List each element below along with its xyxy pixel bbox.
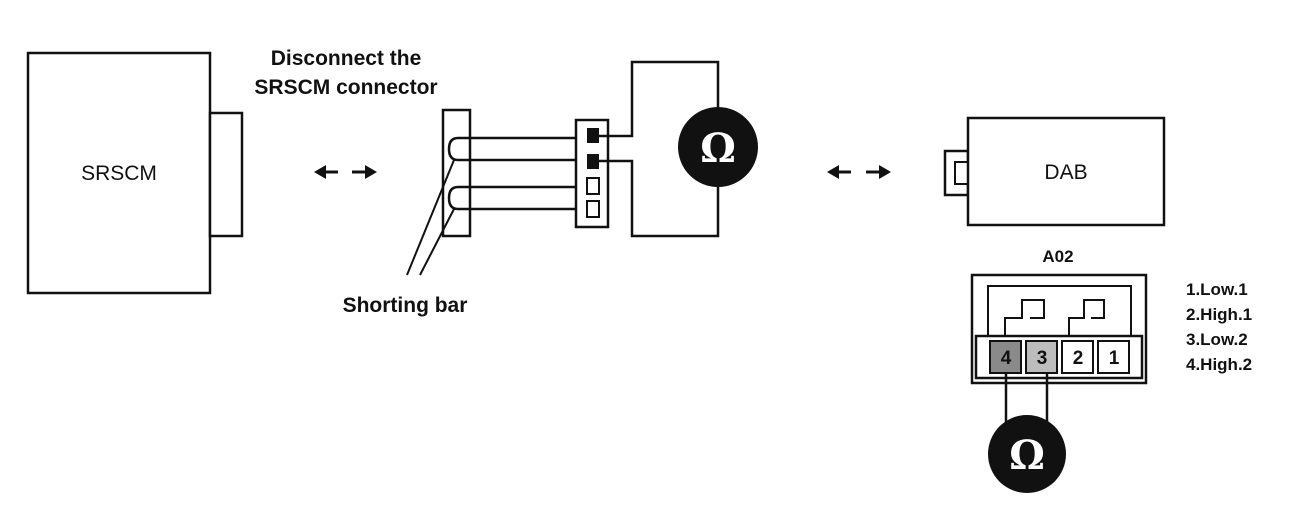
dab-label: DAB — [1044, 161, 1087, 184]
pin-legend-item: 1.Low.1 — [1186, 280, 1248, 299]
pin-legend-item: 3.Low.2 — [1186, 330, 1248, 349]
srscm-box — [26, 51, 212, 295]
pin-legend: 1.Low.1 2.High.1 3.Low.2 4.High.2 — [1186, 280, 1252, 374]
connector-id-label: A02 — [1042, 247, 1073, 266]
ohmmeter-circuit-left: Ω — [599, 60, 758, 238]
terminal-2 — [587, 154, 599, 169]
pin-legend-item: 4.High.2 — [1186, 355, 1252, 374]
shorting-bar-lower — [447, 185, 578, 211]
srscm-module: SRSCM — [26, 51, 244, 295]
pin-3-label: 3 — [1037, 348, 1048, 369]
test-connector — [574, 118, 610, 229]
pin-1-label: 1 — [1109, 348, 1120, 369]
terminal-4 — [586, 200, 600, 218]
ohm-symbol-left: Ω — [700, 125, 736, 172]
pin-1-cell — [1097, 340, 1130, 374]
ohmmeter-icon-bottom — [988, 415, 1066, 493]
meter-lead-lower — [599, 159, 720, 238]
terminal-1 — [587, 128, 599, 143]
srscm-harness-connector — [441, 108, 581, 238]
ohmmeter-icon-left — [678, 107, 758, 187]
srscm-connector-stub — [208, 111, 244, 238]
pin-2-cell — [1061, 340, 1094, 374]
shorting-bar-callout: Shorting bar — [343, 159, 468, 317]
shorting-bar-upper — [447, 136, 578, 162]
meter-lead-upper — [599, 60, 720, 138]
pin-3-cell — [1025, 340, 1058, 374]
pin-4-label: 4 — [1001, 348, 1012, 369]
disconnect-arrows-left — [314, 165, 377, 179]
srscm-label: SRSCM — [81, 162, 157, 185]
disconnect-arrows-right — [827, 165, 891, 179]
ohm-symbol-bottom: Ω — [1009, 432, 1045, 479]
ohmmeter-circuit-bottom: Ω — [988, 373, 1066, 493]
dab-box — [966, 116, 1166, 227]
dab-module: DAB — [943, 116, 1166, 227]
pin-2-label: 2 — [1073, 348, 1084, 369]
shorting-bar-label: Shorting bar — [343, 294, 468, 317]
pin-legend-item: 2.High.1 — [1186, 305, 1252, 324]
terminal-3 — [586, 177, 600, 195]
harness-connector-body — [441, 108, 472, 238]
a02-latch-area — [987, 285, 1132, 337]
pin-4-cell — [989, 340, 1022, 374]
disconnect-caption-line2: SRSCM connector — [254, 76, 437, 99]
a02-connector: A02 4 3 2 1 — [970, 247, 1148, 385]
disconnect-caption-line1: Disconnect the — [271, 47, 422, 70]
